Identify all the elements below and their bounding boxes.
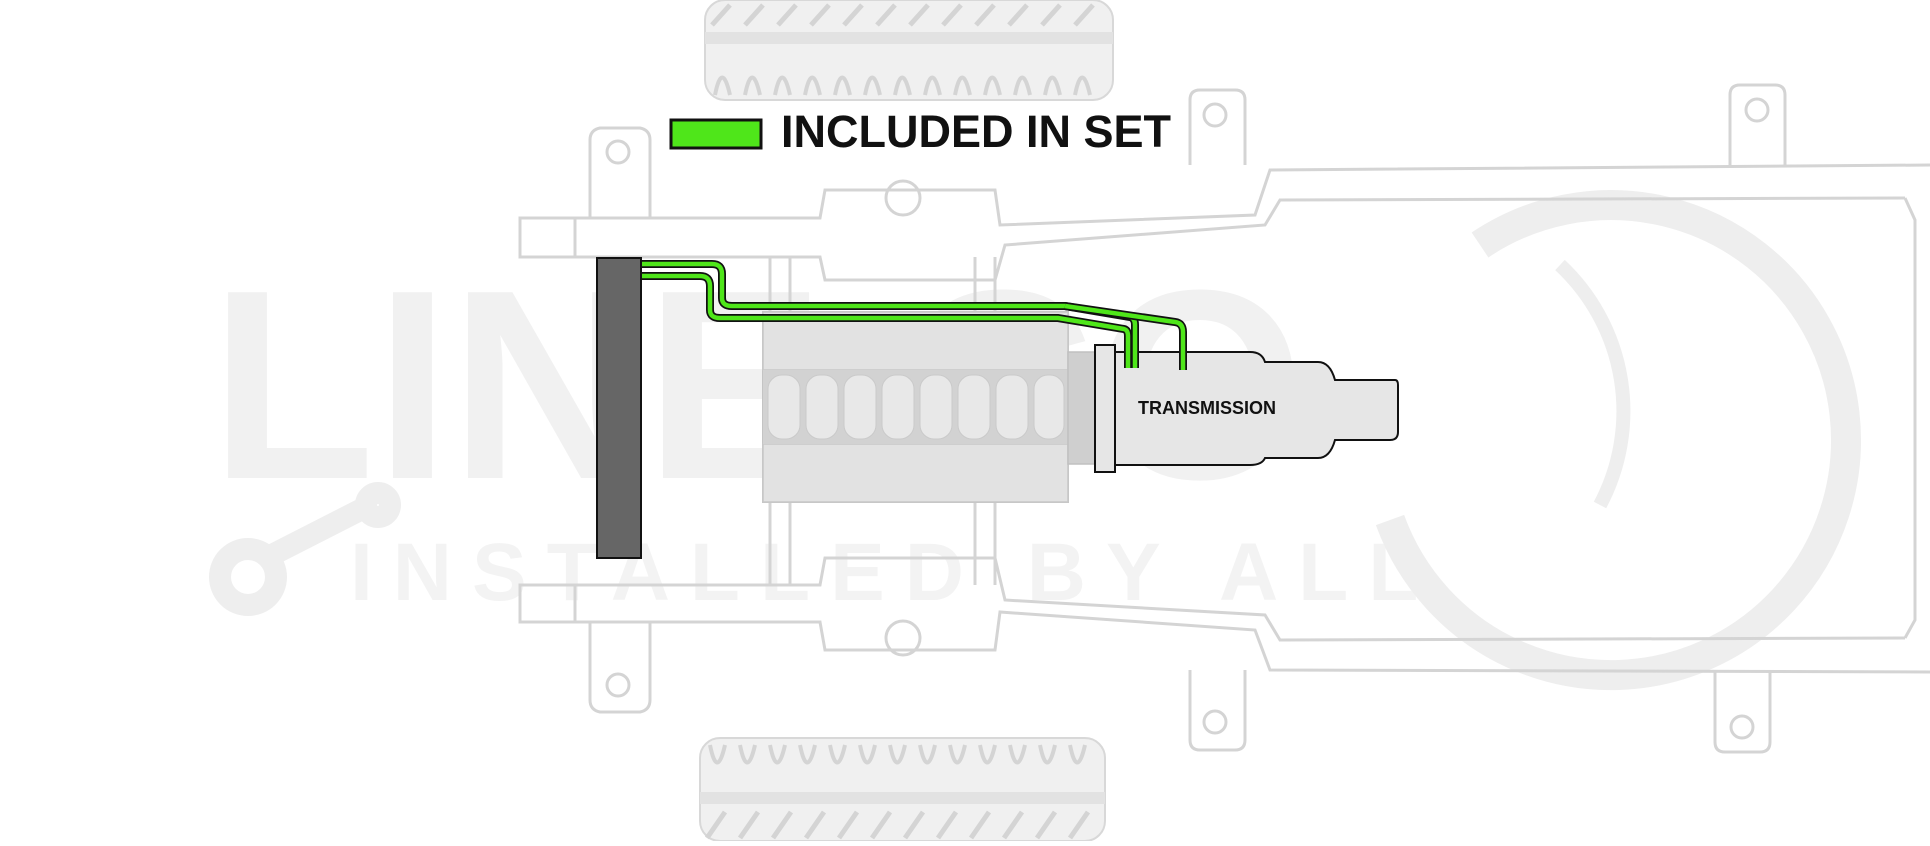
front-bottom-tire [699,737,1106,842]
transmission: TRANSMISSION [1094,344,1399,473]
watermark-tagline-text: INSTALLED BY ALL [350,527,1438,618]
radiator [596,257,642,559]
transmission-cooler-lines [640,260,1187,370]
legend: INCLUDED IN SET [669,106,1171,157]
engine-block [762,311,1101,503]
watermark-wrench-icon [209,482,401,616]
legend-swatch [669,118,763,150]
transmission-label: TRANSMISSION [1138,398,1276,418]
watermark-swoosh [1375,190,1861,691]
front-top-tire [704,0,1114,101]
legend-label: INCLUDED IN SET [781,106,1171,157]
